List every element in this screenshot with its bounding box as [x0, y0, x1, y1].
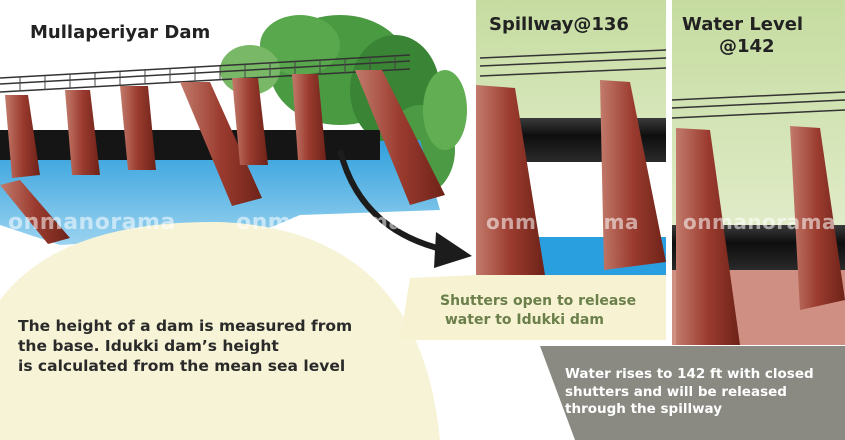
caption-rise-line3: through the spillway: [565, 401, 723, 417]
arrow-head: [434, 232, 472, 268]
rise-caption-bg: [540, 346, 845, 440]
title-water-level: Water Level: [682, 14, 804, 35]
waterlevel-pier-left: [676, 128, 740, 345]
spillway-pier-right: [600, 80, 666, 270]
waterlevel-railing: [671, 91, 845, 119]
caption-dam-height: The height of a dam is measured from the…: [18, 316, 378, 376]
caption-shutters-line1: Shutters open to release: [440, 293, 637, 309]
spillway-caption-bg: [400, 275, 666, 340]
waterlevel-pier-right: [790, 126, 845, 310]
caption-dam-height-line2: the base. Idukki dam’s height: [18, 337, 279, 355]
caption-water-rises: Water rises to 142 ft with closed shutte…: [565, 366, 835, 419]
bridge-railing: [0, 54, 411, 93]
caption-rise-line2: shutters and will be released: [565, 383, 787, 400]
watermark-logo: onmanorama: [683, 210, 836, 234]
watermark-logo: onmanorama: [236, 210, 404, 235]
caption-shutters-open: Shutters open to release water to Idukki…: [440, 292, 680, 330]
title-mullaperiyar: Mullaperiyar Dam: [30, 22, 211, 43]
dam-piers: [0, 70, 445, 244]
flow-arrow: [337, 149, 446, 253]
watermark-logo: onmanorama: [8, 210, 176, 235]
spillway-pier-left: [476, 85, 545, 275]
caption-dam-height-line3: is calculated from the mean sea level: [18, 357, 346, 375]
title-water-level-value: @142: [719, 36, 775, 57]
watermark-logo: onmanorama: [486, 210, 639, 234]
spillway-railing: [479, 49, 667, 77]
caption-dam-height-line1: The height of a dam is measured from: [18, 317, 353, 335]
title-spillway: Spillway@136: [489, 14, 629, 35]
reservoir-water: [0, 140, 440, 245]
bridge-posts: [19, 56, 396, 91]
caption-shutters-line2: water to Idukki dam: [440, 312, 604, 328]
caption-bubble: [0, 221, 440, 440]
caption-rise-line1: Water rises to 142 ft with closed: [565, 366, 814, 382]
